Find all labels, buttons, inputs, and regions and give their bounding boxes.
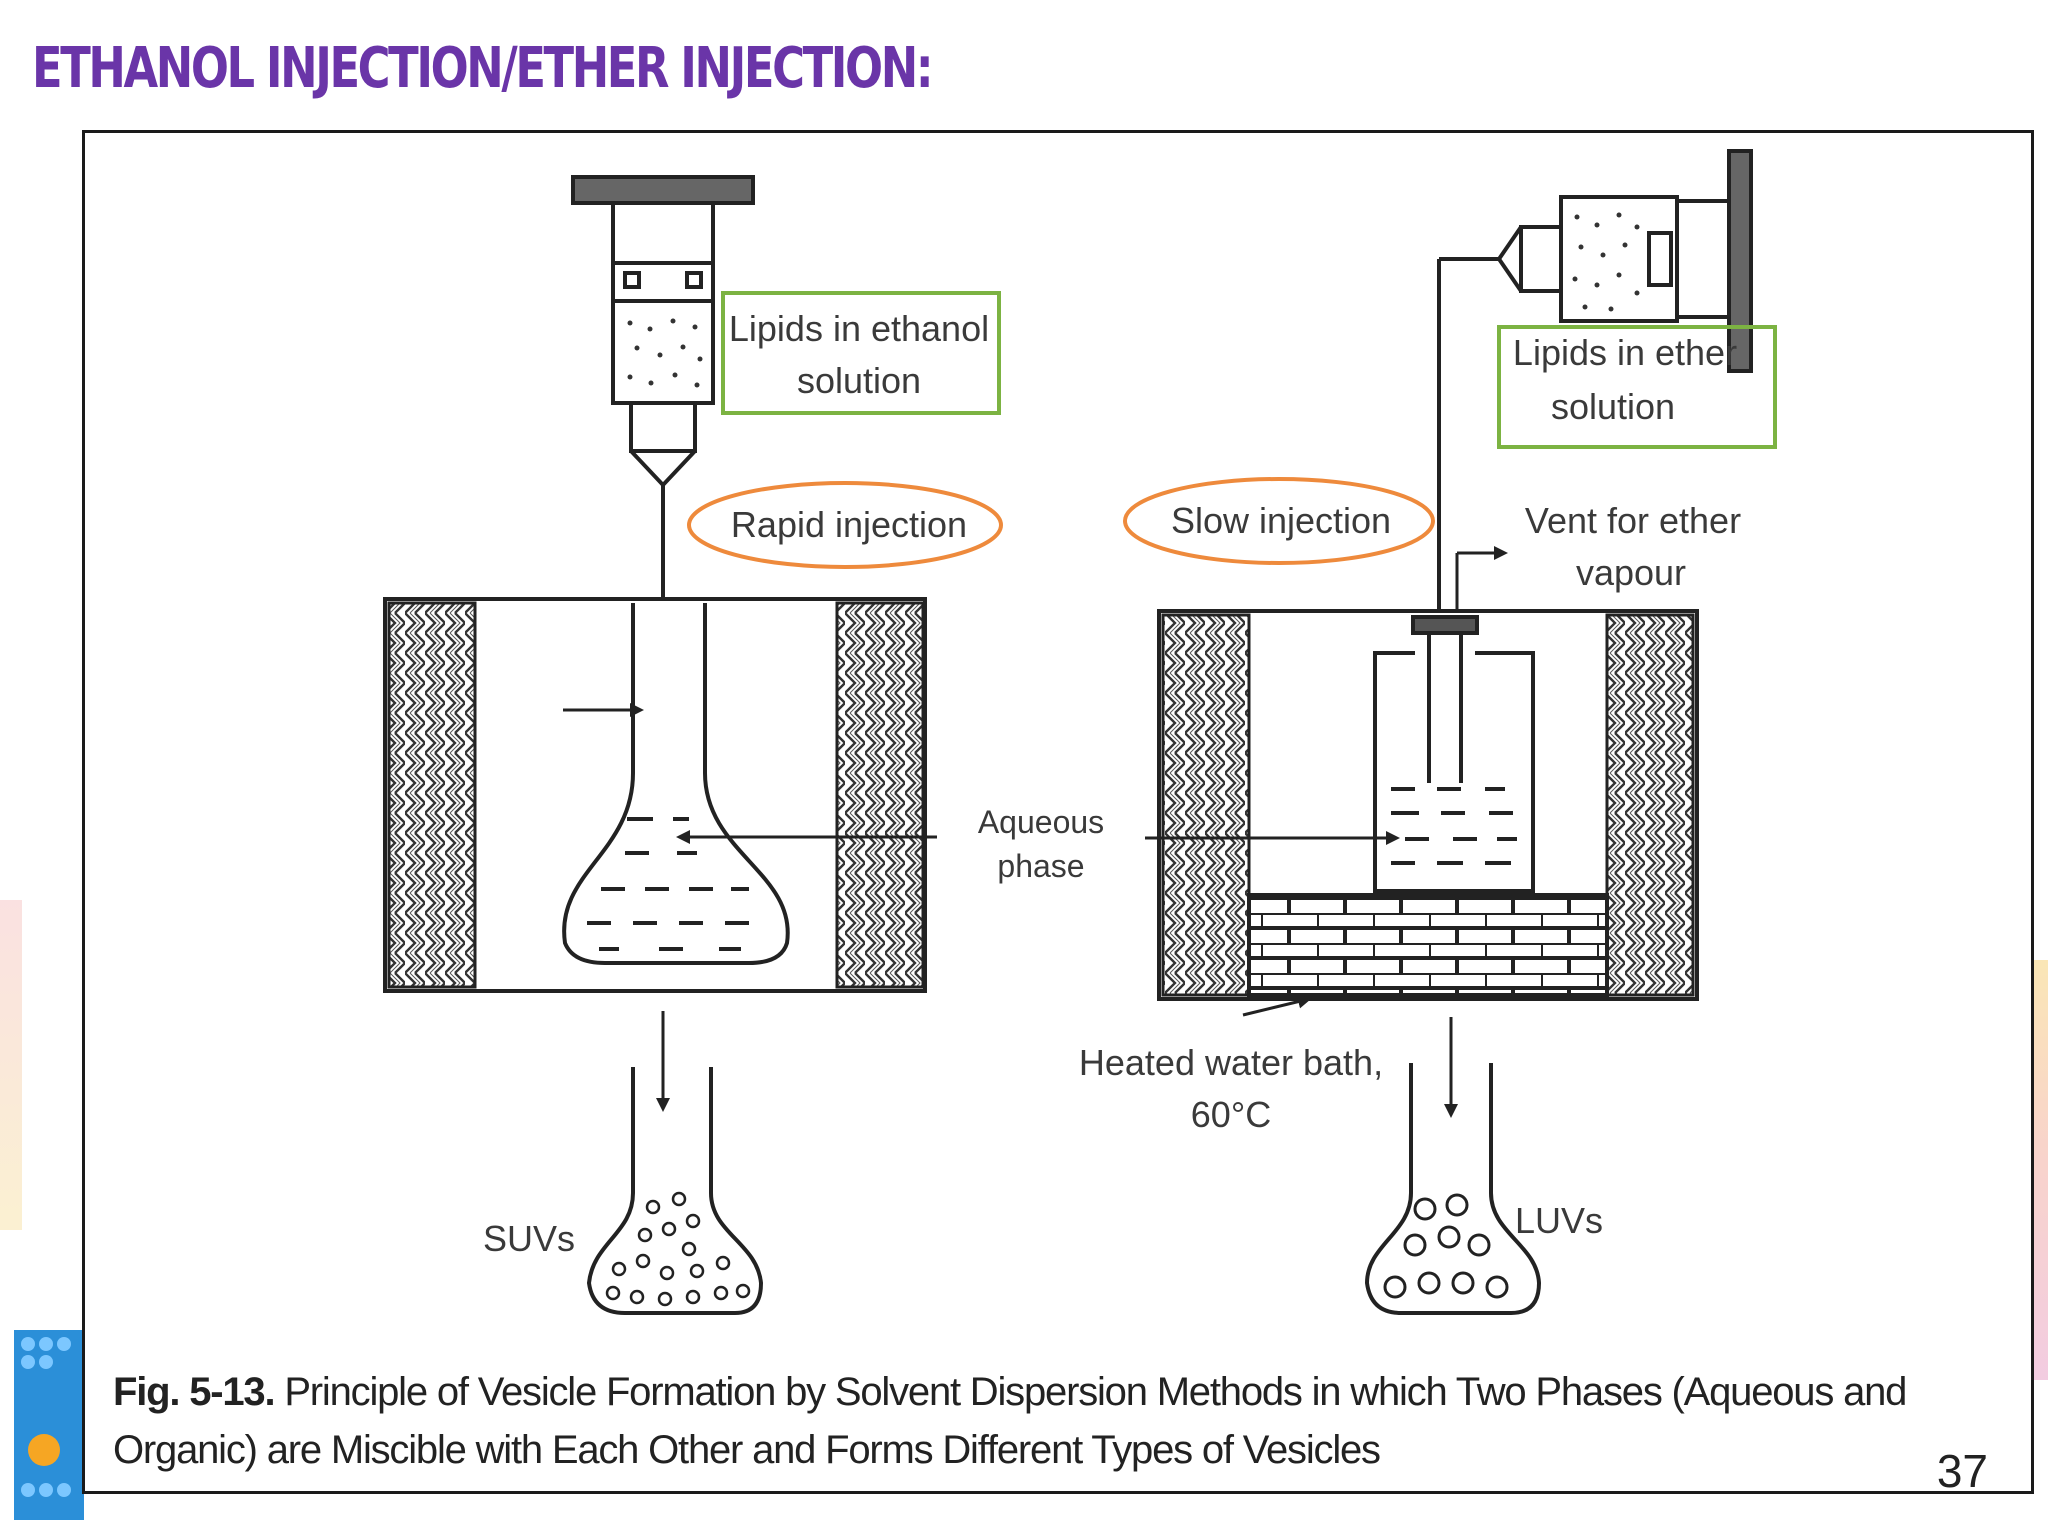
left-syringe-lipid-dots xyxy=(627,318,703,388)
right-syringe xyxy=(1437,149,1753,788)
left-flask xyxy=(562,603,790,965)
callout-box-lipids-ethanol xyxy=(721,291,1001,415)
label-luvs: LUVs xyxy=(1515,1200,1603,1241)
label-lipids-ether-line2: solution xyxy=(1551,386,1675,427)
label-heated-line2: 60°C xyxy=(1191,1094,1271,1135)
caption-text: Principle of Vesicle Formation by Solven… xyxy=(113,1370,1907,1472)
suv-vesicles xyxy=(605,1191,751,1307)
callout-ellipse-slow-injection xyxy=(1123,477,1435,565)
figure-caption: Fig. 5-13. Principle of Vesicle Formatio… xyxy=(113,1363,2033,1479)
figure-frame: Lipids in ethanol solution Lipids in eth… xyxy=(82,130,2034,1494)
left-syringe xyxy=(571,175,755,781)
background-logo xyxy=(14,1330,84,1520)
label-rapid-injection: Rapid injection xyxy=(731,504,967,545)
left-bath xyxy=(383,597,927,993)
right-flask-liquid xyxy=(1391,787,1517,865)
right-flask xyxy=(1373,615,1535,893)
right-syringe-lipid-dots xyxy=(1572,212,1640,312)
label-slow-injection: Slow injection xyxy=(1171,500,1391,541)
slide-title: ETHANOL INJECTION/ETHER INJECTION: xyxy=(32,36,934,101)
vent-tube xyxy=(1455,546,1508,609)
label-lipids-ether-line1: Lipids in ether xyxy=(1513,332,1737,373)
label-aqueous-line1: Aqueous xyxy=(978,804,1104,840)
caption-figure-number: Fig. 5-13. xyxy=(113,1370,276,1414)
label-vent-line2: vapour xyxy=(1576,552,1686,593)
luv-tube xyxy=(1364,1063,1542,1315)
label-aqueous-line2: phase xyxy=(997,848,1084,884)
callout-ellipse-rapid-injection xyxy=(687,481,1003,569)
luv-vesicles xyxy=(1383,1193,1509,1299)
suv-tube xyxy=(586,1067,764,1315)
page-number: 37 xyxy=(1936,1445,1988,1497)
background-decoration-left xyxy=(0,900,22,1230)
label-lipids-ethanol-line1: Lipids in ethanol xyxy=(729,308,989,349)
label-lipids-ethanol-line2: solution xyxy=(797,360,921,401)
vesicle-diagram: Lipids in ethanol solution Lipids in eth… xyxy=(383,149,1777,1315)
label-suvs: SUVs xyxy=(483,1218,575,1259)
label-heated-line1: Heated water bath, xyxy=(1079,1042,1383,1083)
heated-bath-pointer xyxy=(1242,994,1312,1017)
label-vent-line1: Vent for ether xyxy=(1525,500,1741,541)
callout-box-lipids-ether xyxy=(1497,325,1777,449)
left-flask-liquid xyxy=(587,817,749,951)
